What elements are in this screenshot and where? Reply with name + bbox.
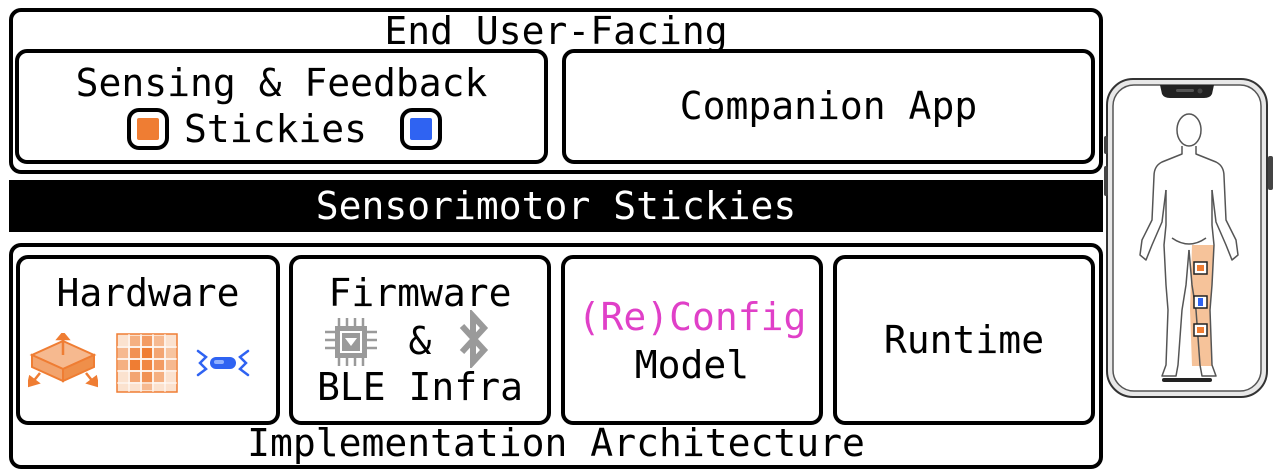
sensor-block-icon	[28, 333, 98, 388]
companion-app-label: Companion App	[679, 84, 978, 128]
smartphone-icon	[1104, 78, 1273, 398]
blue-sticky-icon	[400, 108, 442, 150]
sensing-feedback-box	[15, 49, 548, 164]
firmware-label: Firmware	[328, 271, 512, 315]
end-user-facing-title: End User-Facing	[384, 9, 728, 53]
hardware-label: Hardware	[56, 271, 240, 315]
ble-infra-label: BLE Infra	[317, 365, 523, 409]
implementation-architecture-title: Implementation Architecture	[247, 421, 865, 465]
runtime-box	[833, 255, 1095, 425]
chip-icon	[325, 318, 377, 366]
banner-label: Sensorimotor Stickies	[315, 184, 797, 228]
orange-sticky-icon	[127, 108, 169, 150]
stickies-label: Stickies	[184, 107, 368, 151]
stretch-sensor-icon	[196, 349, 250, 377]
bluetooth-icon	[459, 310, 489, 368]
reconfig-label: (Re)Config	[577, 295, 807, 339]
sensorimotor-stickies-banner	[9, 180, 1103, 232]
runtime-label: Runtime	[883, 318, 1045, 362]
model-label: Model	[634, 343, 750, 387]
firmware-amp: &	[408, 319, 432, 363]
sensing-feedback-label: Sensing & Feedback	[75, 61, 488, 105]
reconfig-model-box	[561, 255, 823, 425]
companion-app-box	[562, 49, 1095, 164]
pressure-grid-icon	[116, 333, 178, 393]
human-body-icon	[1139, 113, 1239, 377]
